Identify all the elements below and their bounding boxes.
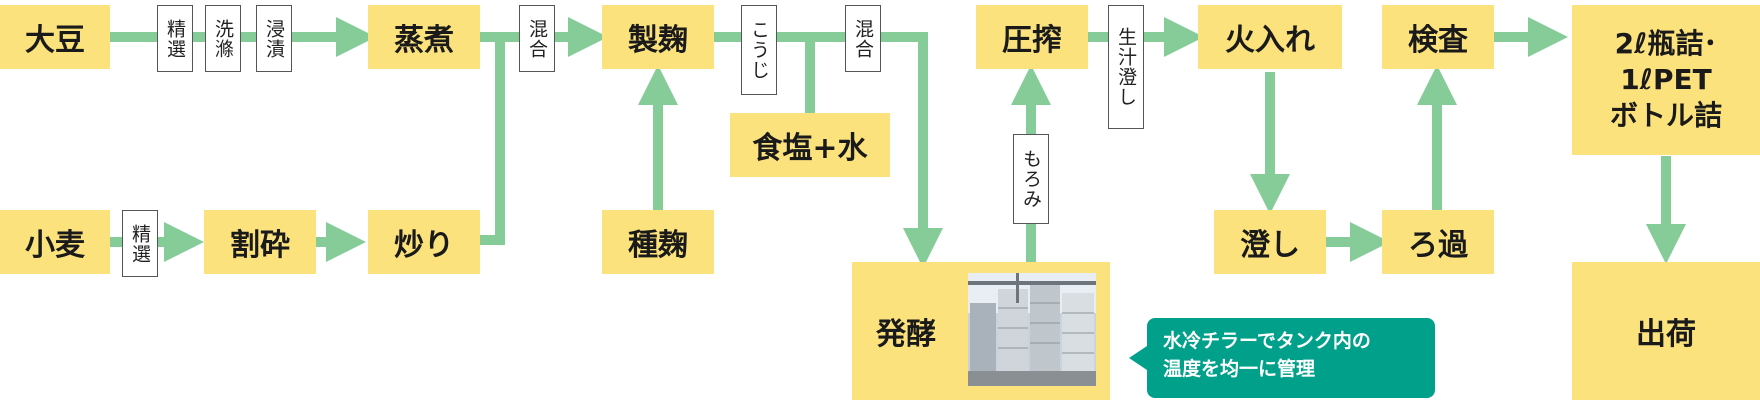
tag-kongo-2: 混合 [845, 5, 881, 72]
tag-seisen-2: 精選 [122, 210, 158, 277]
callout-line-2: 温度を均一に管理 [1163, 358, 1316, 380]
tank-photo-image [968, 273, 1096, 386]
node-daizu: 大豆 [0, 5, 110, 69]
node-bottling: 2ℓ瓶詰･ 1ℓPET ボトル詰 [1572, 5, 1760, 155]
arrow-seikiku-hakko [714, 32, 943, 268]
node-ori: 澄し [1214, 210, 1326, 274]
tag-koji: こうじ [741, 5, 777, 95]
temperature-callout: 水冷チラーでタンク内の 温度を均一に管理 [1147, 318, 1435, 398]
node-shokuen: 食塩+水 [730, 113, 890, 177]
node-tanekoji: 種麹 [602, 210, 714, 274]
tag-seisen-1: 精選 [157, 5, 193, 72]
bottling-line-2: 1ℓPET [1620, 63, 1712, 96]
node-joshaku: 蒸煮 [368, 5, 480, 69]
node-roka: ろ過 [1382, 210, 1494, 274]
callout-line-1: 水冷チラーでタンク内の [1163, 330, 1371, 352]
bottling-line-1: 2ℓ瓶詰･ [1614, 27, 1718, 60]
callout-pointer [1129, 346, 1147, 370]
node-komugi: 小麦 [0, 210, 110, 274]
node-wari: 割砕 [204, 210, 316, 274]
node-hiire: 火入れ [1198, 5, 1342, 69]
node-kensa: 検査 [1382, 5, 1494, 69]
tag-senjo: 洗滌 [205, 5, 241, 72]
node-iri: 炒り [368, 210, 480, 274]
node-shukka: 出荷 [1572, 262, 1760, 400]
tag-shinseki: 浸漬 [256, 5, 292, 72]
tag-seishiru-ori: 生汁澄し [1108, 5, 1144, 129]
tag-kongo-1: 混合 [519, 5, 555, 72]
node-hakko-label: 発酵 [876, 317, 936, 352]
node-seikiku: 製麹 [602, 5, 714, 69]
connector-iri-join [480, 37, 505, 245]
fermentation-tank-photo [968, 273, 1096, 386]
tag-moromi: もろみ [1013, 134, 1049, 224]
node-asshaku: 圧搾 [976, 5, 1088, 69]
bottling-line-3: ボトル詰 [1609, 99, 1722, 132]
